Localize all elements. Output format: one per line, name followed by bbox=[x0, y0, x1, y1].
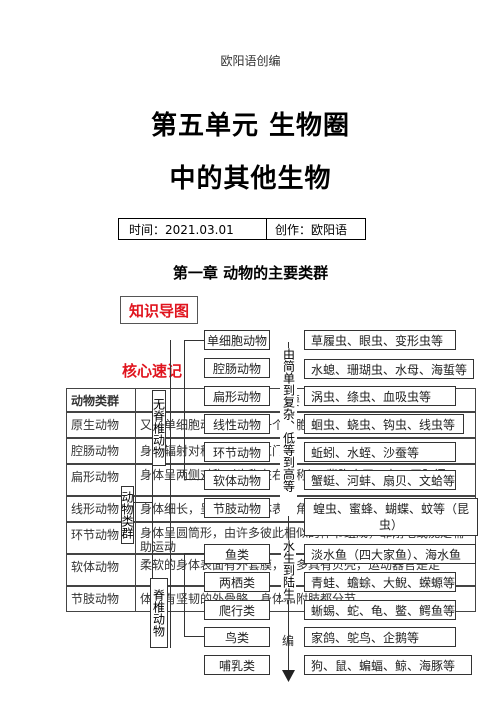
group-box-cnidaria: 腔肠动物 bbox=[204, 358, 270, 378]
evolution-arrow-text-vertebrate: 水生到陆生 bbox=[281, 540, 296, 600]
example-box: 蚯蚓、水蛭、沙蚕等 bbox=[304, 442, 456, 462]
bg-row-label: 扁形动物 bbox=[66, 464, 136, 496]
connector-line bbox=[184, 553, 185, 637]
group-box-mollusc: 软体动物 bbox=[204, 470, 270, 490]
example-box: 蟹蜓、河蚌、扇贝、文蛤等 bbox=[304, 470, 456, 490]
root-label: 动物类群 bbox=[120, 491, 134, 539]
page-title-line1: 第五单元 生物圈 bbox=[150, 111, 351, 141]
example-box: 青蛙、蟾蜍、大鲵、蝾螈等 bbox=[304, 572, 456, 592]
group-box-fish: 鱼类 bbox=[204, 544, 270, 564]
bg-row-label: 线形动物 bbox=[66, 496, 136, 522]
group-box-roundworm: 线性动物 bbox=[204, 414, 270, 434]
example-box: 草履虫、眼虫、变形虫等 bbox=[304, 330, 456, 350]
knowledge-map-tag: 知识导图 bbox=[120, 296, 198, 324]
bg-row-label: 软体动物 bbox=[66, 554, 136, 586]
core-notes-tag: 核心速记 bbox=[120, 358, 200, 382]
vertebrate-label: 脊椎动物 bbox=[151, 589, 166, 637]
connector-line bbox=[170, 340, 171, 648]
author-label: 创作：欧阳语 bbox=[275, 222, 348, 237]
example-box: 涡虫、绦虫、血吸虫等 bbox=[304, 386, 456, 406]
group-box-protozoa: 单细胞动物 bbox=[204, 330, 270, 350]
bg-table-header: 动物类群 bbox=[66, 388, 136, 412]
down-arrow-icon bbox=[282, 670, 295, 682]
invertebrate-node: 无脊椎动物 bbox=[152, 390, 166, 466]
arrow-label-vertebrate: 水生到陆生 bbox=[281, 540, 296, 600]
connector-line bbox=[184, 553, 204, 554]
example-box: 水螅、珊瑚虫、水母、海蜇等 bbox=[304, 359, 474, 379]
root-node: 动物类群 bbox=[120, 486, 134, 544]
group-box-arthropod: 节肢动物 bbox=[204, 498, 270, 518]
example-box: 蜥蜴、蛇、龟、鳖、鳄鱼等 bbox=[304, 600, 456, 620]
bg-row-label: 节肢动物 bbox=[66, 586, 136, 612]
connector-line bbox=[184, 479, 204, 480]
example-box: 蛔虫、蛲虫、钩虫、线虫等 bbox=[304, 414, 464, 434]
example-box: 淡水鱼（四大家鱼）、海水鱼 bbox=[304, 544, 476, 564]
arrow-text-fragment: 编 bbox=[282, 634, 295, 648]
example-box: 狗、鼠、蝙蝠、鲸、海豚等 bbox=[304, 655, 472, 675]
page-title-line2: 中的其他生物 bbox=[169, 164, 332, 194]
connector-line bbox=[132, 502, 152, 503]
bg-row-label: 原生动物 bbox=[66, 412, 136, 438]
group-box-mammal: 哺乳类 bbox=[204, 655, 270, 675]
bg-row-label: 腔肠动物 bbox=[66, 438, 136, 464]
connector-line bbox=[184, 636, 204, 637]
connector-line bbox=[184, 340, 185, 480]
meta-box: 时间：2021.03.01 创作：欧阳语 bbox=[118, 218, 366, 240]
bg-row-label: 环节动物 bbox=[66, 522, 136, 554]
group-box-bird: 鸟类 bbox=[204, 627, 270, 647]
group-box-amphibian: 两栖类 bbox=[204, 572, 270, 592]
vertebrate-node: 脊椎动物 bbox=[150, 578, 168, 648]
evolution-arrow-text-invertebrate: 由简单到复杂、低等到高等 bbox=[280, 348, 297, 516]
connector-line bbox=[152, 402, 153, 602]
group-box-reptile: 爬行类 bbox=[204, 600, 270, 620]
group-box-flatworm: 扁形动物 bbox=[204, 386, 270, 406]
example-box: 蝗虫、蜜蜂、蝴蝶、蚊等（昆虫） bbox=[304, 498, 478, 536]
example-box: 家鸽、鸵鸟、企鹅等 bbox=[304, 627, 456, 647]
group-box-annelid: 环节动物 bbox=[204, 442, 270, 462]
author-header: 欧阳语创编 bbox=[220, 54, 281, 68]
connector-line bbox=[184, 340, 204, 341]
chapter-heading: 第一章 动物的主要类群 bbox=[172, 264, 329, 282]
time-label: 时间：2021.03.01 bbox=[119, 219, 267, 239]
arrow-label-invertebrate: 由简单到复杂、低等到高等 bbox=[281, 348, 296, 492]
invertebrate-label: 无脊椎动物 bbox=[151, 398, 166, 458]
